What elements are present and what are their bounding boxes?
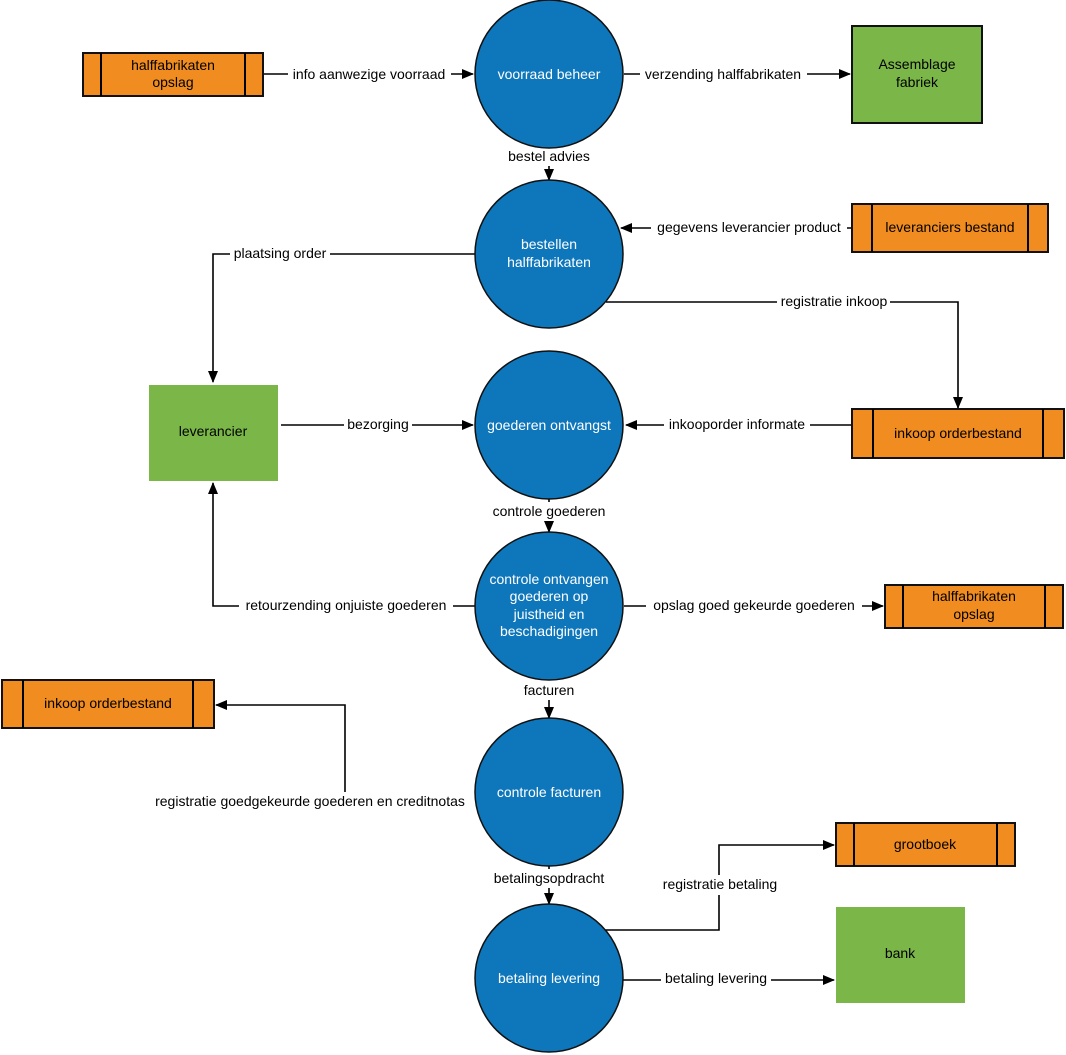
store-label-line-1: halffabrikaten <box>932 588 1016 604</box>
store-halffabrikaten-opslag-right[interactable]: halffabrikaten opslag <box>884 584 1064 629</box>
flow-line-plaatsing-order <box>208 253 476 383</box>
process-voorraad-beheer[interactable]: voorraad beheer <box>474 0 624 149</box>
process-label-line-3: juistheid en <box>513 606 585 622</box>
store-label-line-2: opslag <box>152 74 193 90</box>
entity-assemblage-fabriek[interactable]: Assemblage fabriek <box>851 25 983 124</box>
store-label-line-1: halffabrikaten <box>131 57 215 73</box>
store-label: inkoop orderbestand <box>44 695 172 711</box>
flow-line-registratie-goedgekeurde <box>215 700 476 794</box>
label-registratie-inkoop: registratie inkoop <box>781 293 888 309</box>
entity-label: bank <box>885 945 916 961</box>
store-inkoop-orderbestand-right[interactable]: inkoop orderbestand <box>851 408 1065 459</box>
label-controle-goederen: controle goederen <box>493 503 606 519</box>
process-label: goederen ontvangst <box>487 417 611 433</box>
store-leveranciers-bestand[interactable]: leveranciers bestand <box>851 203 1049 253</box>
process-label-line-2: halffabrikaten <box>507 254 591 270</box>
process-label-line-4: beschadigingen <box>500 623 598 639</box>
label-facturen: facturen <box>524 682 575 698</box>
flow-labels: info aanwezige voorraad verzending halff… <box>144 64 890 989</box>
label-verzending-halffabrikaten: verzending halffabrikaten <box>645 66 801 82</box>
entity-bank[interactable]: bank <box>836 907 965 1003</box>
entity-label: leverancier <box>179 423 248 439</box>
process-controle-ontvangen-goederen[interactable]: controle ontvangen goederen op juistheid… <box>474 531 624 681</box>
store-label-line-2: opslag <box>953 606 994 622</box>
label-inkooporder-informate: inkooporder informate <box>669 416 805 432</box>
store-label: leveranciers bestand <box>885 219 1014 235</box>
process-goederen-ontvangst[interactable]: goederen ontvangst <box>474 350 624 500</box>
entity-label-line-1: Assemblage <box>878 56 955 72</box>
process-betaling-levering[interactable]: betaling levering <box>474 903 624 1053</box>
process-label: voorraad beheer <box>498 66 601 82</box>
label-betalingsopdracht: betalingsopdracht <box>494 870 605 886</box>
store-label: inkoop orderbestand <box>894 425 1022 441</box>
process-label-line-2: goederen op <box>510 588 589 604</box>
label-registratie-goedgekeurde-goederen: registratie goedgekeurde goederen en cre… <box>155 793 465 809</box>
store-grootboek[interactable]: grootboek <box>835 822 1016 867</box>
process-label: controle facturen <box>497 784 601 800</box>
label-betaling-levering-flow: betaling levering <box>665 970 767 986</box>
process-label: betaling levering <box>498 970 600 986</box>
label-opslag-goed-gekeurde-goederen: opslag goed gekeurde goederen <box>653 597 855 613</box>
label-retourzending-onjuiste-goederen: retourzending onjuiste goederen <box>246 597 447 613</box>
store-halffabrikaten-opslag-top[interactable]: halffabrikaten opslag <box>82 52 264 97</box>
label-gegevens-leverancier-product: gegevens leverancier product <box>657 219 841 235</box>
label-registratie-betaling: registratie betaling <box>663 876 777 892</box>
entity-label-line-2: fabriek <box>896 74 939 90</box>
label-bezorging: bezorging <box>347 416 409 432</box>
label-info-aanwezige-voorraad: info aanwezige voorraad <box>293 66 446 82</box>
label-plaatsing-order: plaatsing order <box>234 245 327 261</box>
process-label-line-1: bestellen <box>521 236 577 252</box>
entity-leverancier[interactable]: leverancier <box>149 385 278 481</box>
store-label: grootboek <box>894 836 957 852</box>
process-controle-facturen[interactable]: controle facturen <box>474 717 624 867</box>
label-bestel-advies: bestel advies <box>508 148 590 164</box>
process-bestellen-halffabrikaten[interactable]: bestellen halffabrikaten <box>474 179 624 329</box>
flow-line-retourzending <box>208 482 476 607</box>
flow-line-registratie-inkoop <box>606 301 963 409</box>
process-label-line-1: controle ontvangen <box>489 571 608 587</box>
store-inkoop-orderbestand-left[interactable]: inkoop orderbestand <box>1 679 215 729</box>
